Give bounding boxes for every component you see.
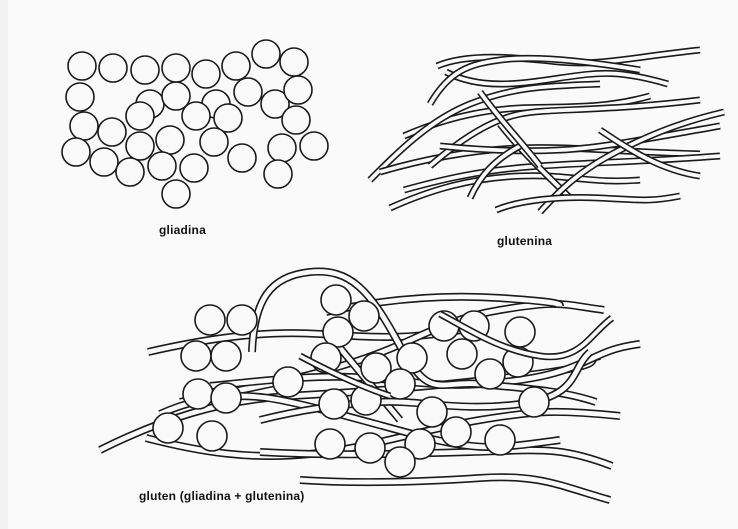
glutenina-label: glutenina xyxy=(497,234,552,248)
gluten-sphere xyxy=(211,341,241,371)
gluten-sphere xyxy=(273,367,303,397)
glutenina-fiber xyxy=(446,72,668,84)
gliadina-diagram xyxy=(62,40,328,208)
gluten-sphere xyxy=(355,433,385,463)
gluten-sphere xyxy=(475,359,505,389)
gliadina-sphere xyxy=(66,83,94,111)
gliadina-sphere xyxy=(62,138,90,166)
gluten-sphere xyxy=(211,383,241,413)
glutenina-fiber xyxy=(496,196,680,210)
gliadina-sphere xyxy=(222,52,250,80)
gluten-label: gluten (gliadina + glutenina) xyxy=(139,489,304,503)
gliadina-sphere xyxy=(200,128,228,156)
gliadina-sphere xyxy=(99,54,127,82)
glutenina-diagram xyxy=(370,50,724,212)
gluten-sphere xyxy=(385,447,415,477)
gluten-sphere xyxy=(447,339,477,369)
gliadina-sphere xyxy=(162,180,190,208)
gluten-sphere xyxy=(349,301,379,331)
gliadina-sphere xyxy=(90,148,118,176)
gliadina-sphere xyxy=(70,112,98,140)
gliadina-sphere xyxy=(180,154,208,182)
gliadina-sphere xyxy=(192,60,220,88)
gliadina-sphere xyxy=(156,126,184,154)
gliadina-sphere xyxy=(228,144,256,172)
gluten-diagram xyxy=(100,272,640,500)
gliadina-sphere xyxy=(264,160,292,188)
gluten-sphere xyxy=(441,417,471,447)
gliadina-label: gliadina xyxy=(159,223,206,237)
gluten-fiber xyxy=(300,477,610,500)
gluten-sphere xyxy=(417,397,447,427)
gluten-sphere xyxy=(321,285,351,315)
gluten-sphere xyxy=(195,305,225,335)
gliadina-sphere xyxy=(280,48,308,76)
gluten-sphere xyxy=(153,413,183,443)
gliadina-sphere xyxy=(300,132,328,160)
gliadina-sphere xyxy=(131,56,159,84)
gliadina-sphere xyxy=(234,78,262,106)
gliadina-sphere xyxy=(126,102,154,130)
gliadina-sphere xyxy=(126,132,154,160)
gluten-sphere xyxy=(197,421,227,451)
gliadina-sphere xyxy=(268,134,296,162)
gluten-sphere xyxy=(319,389,349,419)
gluten-sphere xyxy=(315,429,345,459)
gliadina-sphere xyxy=(148,152,176,180)
gluten-fiber xyxy=(260,450,612,466)
gliadina-sphere xyxy=(214,104,242,132)
gliadina-sphere xyxy=(182,102,210,130)
gliadina-sphere xyxy=(252,40,280,68)
gluten-sphere xyxy=(227,305,257,335)
gluten-sphere xyxy=(505,317,535,347)
gliadina-sphere xyxy=(282,106,310,134)
gliadina-sphere xyxy=(284,76,312,104)
gluten-sphere xyxy=(181,341,211,371)
gliadina-sphere xyxy=(68,52,96,80)
gliadina-sphere xyxy=(98,118,126,146)
gliadina-sphere xyxy=(116,158,144,186)
gluten-sphere xyxy=(519,387,549,417)
gliadina-sphere xyxy=(162,54,190,82)
gluten-sphere xyxy=(485,425,515,455)
gluten-sphere xyxy=(183,379,213,409)
